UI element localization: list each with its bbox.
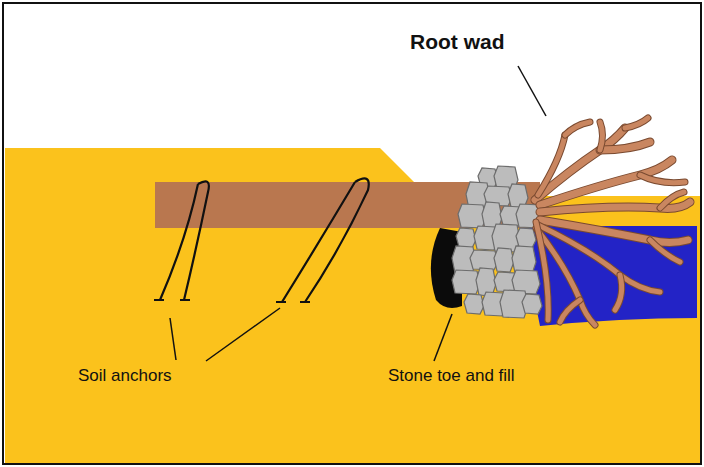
root: [615, 275, 622, 310]
title-label: Root wad: [410, 30, 505, 54]
stone: [470, 250, 498, 270]
stone: [464, 294, 484, 314]
stone-toe: [452, 166, 544, 318]
root: [640, 175, 685, 183]
root: [615, 275, 622, 310]
stone: [516, 228, 536, 248]
root: [560, 300, 580, 322]
root: [600, 122, 603, 150]
frame: [3, 3, 701, 464]
root: [538, 135, 565, 195]
root: [600, 142, 650, 150]
root: [650, 240, 680, 262]
root: [640, 175, 685, 183]
part-label: Soil anchors: [78, 366, 172, 386]
root: [600, 142, 650, 150]
root: [536, 222, 548, 320]
root: [660, 192, 684, 208]
root: [536, 222, 548, 320]
soil-anchors: [154, 178, 369, 302]
root: [565, 122, 590, 135]
stone: [522, 294, 542, 314]
soil: [5, 148, 700, 463]
root: [560, 300, 580, 322]
root: [565, 122, 590, 135]
part-label: Stone toe and fill: [388, 366, 515, 386]
leader-lines: [170, 66, 546, 361]
root: [660, 192, 684, 208]
log: [155, 182, 540, 228]
root: [625, 118, 648, 128]
root: [538, 135, 565, 195]
root: [625, 118, 648, 128]
root: [600, 122, 603, 150]
stone: [456, 228, 476, 248]
root-wad: [535, 118, 690, 325]
root: [650, 240, 680, 262]
stone: [494, 248, 514, 272]
